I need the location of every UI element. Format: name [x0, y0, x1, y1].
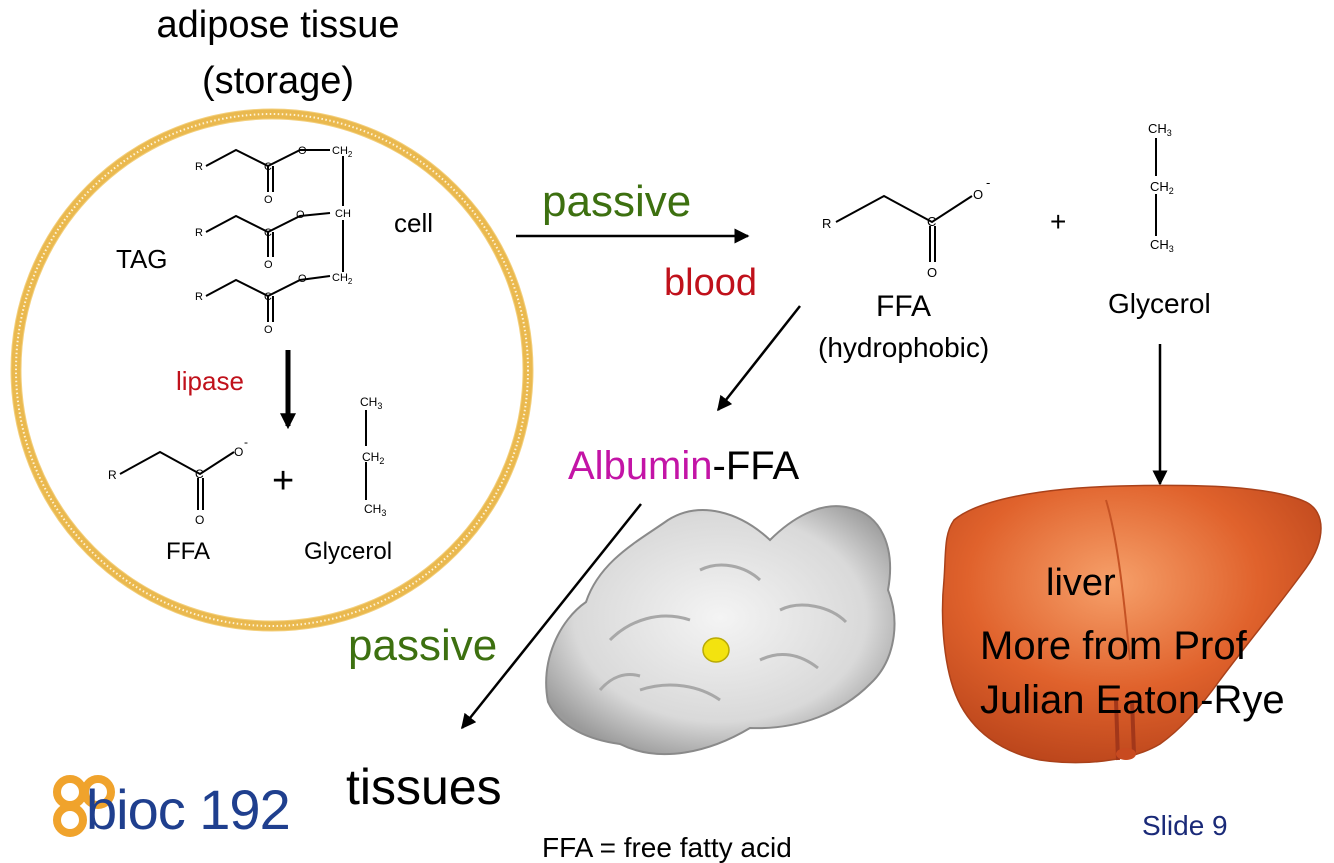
ffa-sub-label: (hydrophobic) [818, 332, 990, 363]
ffa-definition: FFA = free fatty acid [542, 832, 792, 863]
tissues-label: tissues [346, 759, 502, 815]
liver-note-line-2: Julian Eaton-Rye [980, 678, 1285, 722]
atom-label: O [298, 273, 307, 285]
atom-label: CH [335, 208, 351, 220]
plus-sign-cell: + [272, 460, 295, 502]
glycerol-label-cell: Glycerol [304, 538, 393, 565]
tag-atoms: R O C O CH2 R O C O CH R O C O CH2 [195, 145, 353, 336]
atom-label: O [973, 187, 983, 202]
tag-label: TAG [116, 244, 168, 274]
atom-label: O [296, 209, 305, 221]
ffa-word: -FFA [712, 444, 800, 488]
atom-label: R [822, 216, 831, 231]
arrow-albumin-to-tissues [461, 503, 642, 730]
atom-label: O [264, 194, 273, 206]
atom-label: O [264, 324, 273, 336]
atom-label: CH2 [332, 145, 353, 159]
atom-label: C [264, 161, 272, 173]
bioc-logo-mark [53, 775, 115, 837]
slide-number: Slide 9 [1142, 810, 1228, 841]
glycerol-label-blood: Glycerol [1108, 288, 1211, 319]
atom-label: R [195, 161, 203, 173]
svg-text:CH3: CH3 [1148, 121, 1172, 138]
ffa-label-cell: FFA [166, 538, 211, 565]
svg-text:CH3: CH3 [364, 502, 386, 518]
atom-label: O [927, 265, 937, 280]
tag-structure [205, 148, 344, 322]
albumin-protein-image [545, 505, 896, 756]
atom-label: O [195, 513, 204, 527]
atom-label: C [927, 214, 936, 229]
atom-label: - [244, 435, 248, 449]
albumin-word: Albumin [568, 444, 713, 488]
atom-label: O [264, 259, 273, 271]
passive-label-blood: passive [542, 177, 692, 226]
passive-label-tissues: passive [348, 621, 498, 670]
liver-note-line-1: More from Prof [980, 624, 1247, 668]
ffa-atoms-cell: R C O O - [108, 435, 248, 527]
bioc-logo-text: bioc 192 [86, 778, 291, 841]
title-line-1: adipose tissue [156, 4, 400, 46]
blood-label: blood [664, 262, 757, 304]
svg-text:CH3: CH3 [360, 395, 382, 411]
cell-membrane [10, 108, 534, 632]
ffa-structure-cell [119, 450, 235, 510]
ffa-atoms-blood: R C O O - [822, 175, 990, 280]
svg-text:CH3: CH3 [1150, 237, 1174, 254]
atom-label: R [108, 468, 117, 482]
atom-label: O [234, 445, 243, 459]
svg-text:CH2: CH2 [362, 450, 384, 466]
atom-label: CH2 [332, 272, 353, 286]
ffa-structure-blood [835, 194, 973, 262]
atom-label: C [264, 227, 272, 239]
atom-label: O [298, 145, 307, 157]
atom-label: - [986, 175, 990, 190]
plus-sign-blood: + [1050, 206, 1067, 237]
glycerol-atoms-blood: CH3 CH2 CH3 [1148, 121, 1174, 254]
albumin-ffa-label: Albumin-FFA [568, 446, 799, 486]
title-line-2: (storage) [201, 60, 355, 102]
arrow-ffa-to-albumin [717, 305, 801, 412]
ffa-label-blood: FFA [876, 290, 932, 323]
atom-label: C [195, 467, 204, 481]
atom-label: R [195, 227, 203, 239]
atom-label: C [264, 291, 272, 303]
liver-label: liver [1046, 562, 1116, 604]
atom-label: R [195, 291, 203, 303]
cell-label: cell [394, 208, 434, 238]
glycerol-atoms-cell: CH3 CH2 CH3 [360, 395, 386, 518]
lipase-label: lipase [176, 366, 244, 396]
liver-image [941, 484, 1322, 764]
svg-text:CH2: CH2 [1150, 179, 1174, 196]
